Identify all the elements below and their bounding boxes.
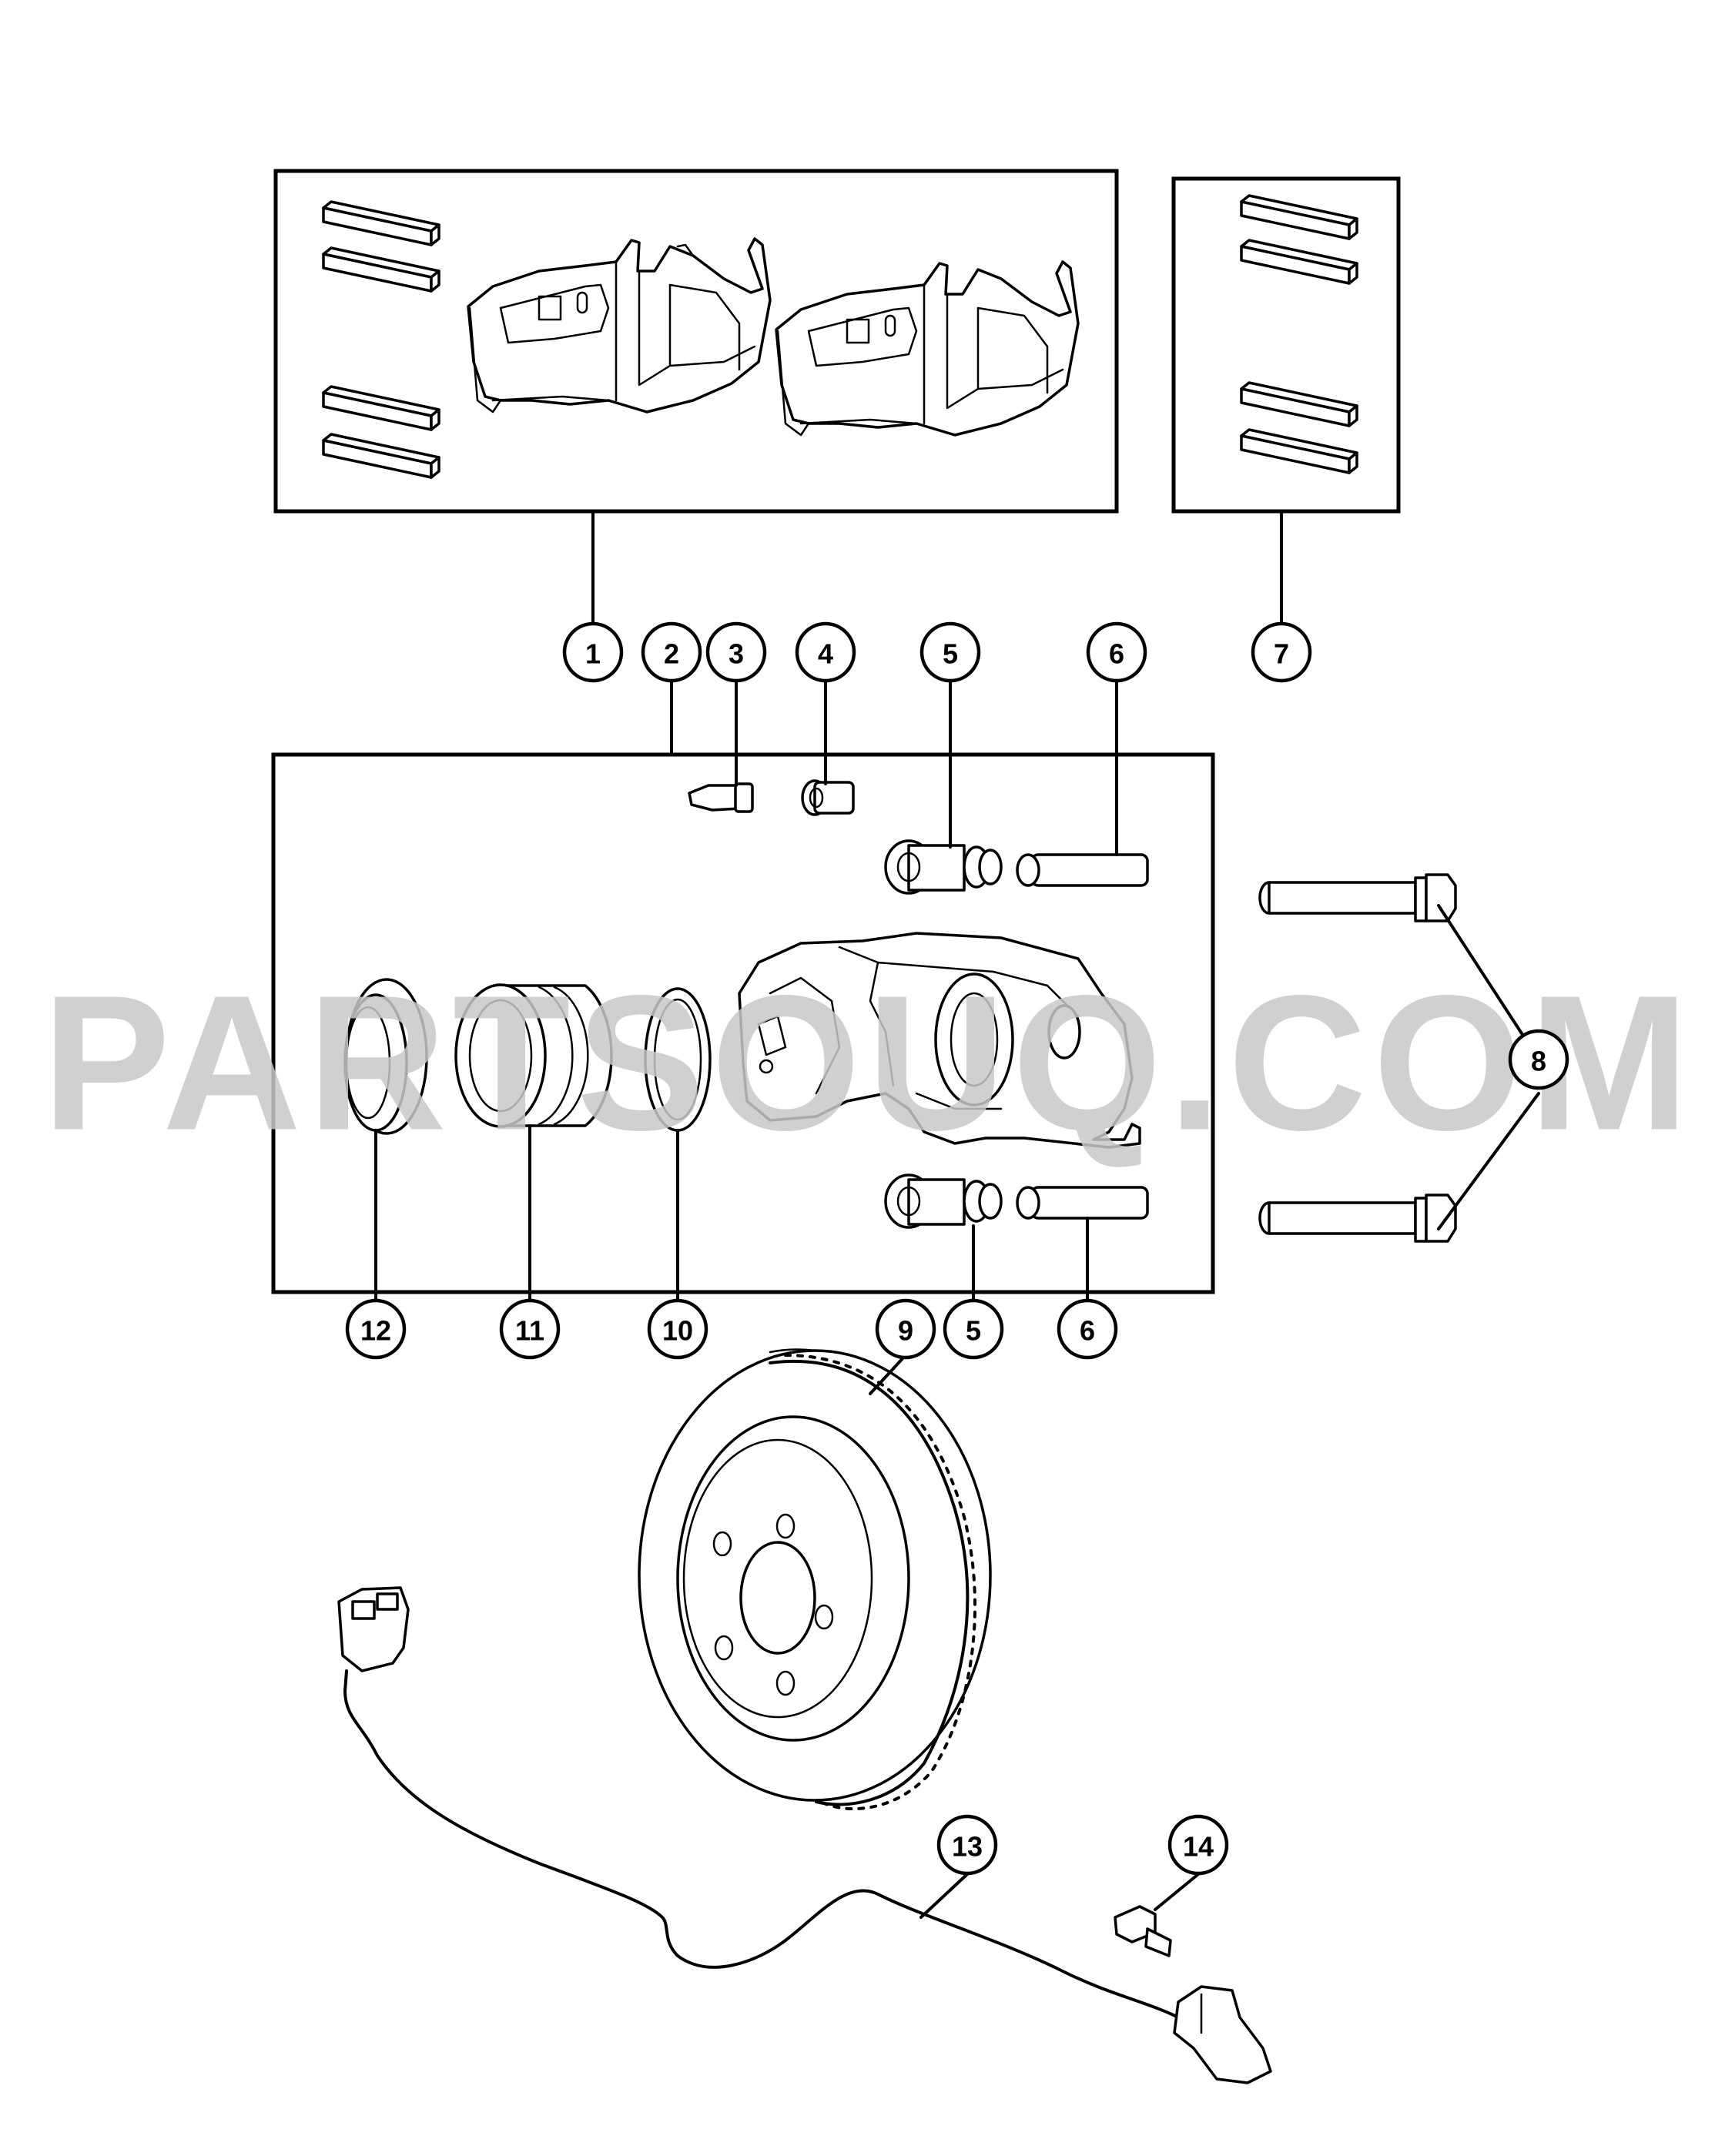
callout-7: 7 — [1251, 621, 1312, 683]
guide-bushing-lower — [884, 1173, 1003, 1229]
callout-9: 9 — [875, 1298, 936, 1360]
callout-6-upper: 6 — [1086, 621, 1147, 683]
brake-pad-pair-right — [775, 260, 1080, 437]
callout-10: 10 — [647, 1298, 708, 1360]
callout-5-upper: 5 — [919, 621, 981, 683]
svg-text:6: 6 — [1080, 1315, 1095, 1347]
watermark-text: PARTSOUQ.COM — [42, 956, 1696, 1170]
pad-shims-left — [322, 200, 440, 479]
callout-11: 11 — [499, 1298, 561, 1360]
clip-kit-box — [1171, 176, 1401, 514]
svg-text:7: 7 — [1274, 638, 1289, 670]
svg-text:6: 6 — [1109, 638, 1124, 670]
callout-5-lower: 5 — [943, 1298, 1004, 1360]
callout-4: 4 — [795, 621, 856, 683]
callout-13: 13 — [936, 1814, 998, 1876]
caliper-kit-box — [271, 752, 1215, 1294]
guide-pin-lower — [1016, 1186, 1149, 1220]
callout-14: 14 — [1167, 1814, 1229, 1876]
svg-text:12: 12 — [360, 1315, 391, 1347]
svg-text:10: 10 — [662, 1315, 693, 1347]
svg-text:14: 14 — [1183, 1831, 1214, 1863]
caliper-piston — [454, 983, 613, 1128]
caliper-bolt-upper — [1258, 873, 1457, 922]
pad-kit-box — [273, 169, 1119, 514]
callout-1: 1 — [562, 621, 624, 683]
svg-text:11: 11 — [515, 1315, 544, 1347]
svg-text:13: 13 — [952, 1831, 983, 1863]
caliper-clips — [1240, 194, 1358, 474]
svg-text:9: 9 — [898, 1315, 913, 1347]
dust-boot — [343, 978, 428, 1135]
svg-text:2: 2 — [664, 638, 679, 670]
svg-text:5: 5 — [966, 1315, 981, 1347]
brake-rotor — [638, 1348, 992, 1811]
svg-text:8: 8 — [1531, 1046, 1546, 1077]
bleeder-screw — [688, 782, 754, 813]
wheel-speed-sensor — [337, 1586, 1272, 2084]
leader-lines — [374, 510, 1540, 1919]
bleeder-cap — [801, 779, 855, 816]
brake-pad-pair-left — [467, 237, 772, 413]
svg-text:5: 5 — [943, 638, 958, 670]
svg-text:1: 1 — [585, 638, 601, 670]
callout-8: 8 — [1508, 1029, 1569, 1090]
callout-6-lower: 6 — [1057, 1298, 1118, 1360]
caliper-housing — [738, 932, 1141, 1149]
piston-seal — [644, 987, 712, 1132]
sensor-bolt — [1114, 1905, 1172, 1957]
caliper-bolt-lower — [1258, 1194, 1457, 1243]
callout-3: 3 — [705, 621, 767, 683]
guide-bushing-upper — [884, 839, 1003, 895]
svg-text:3: 3 — [729, 638, 744, 670]
svg-text:4: 4 — [818, 638, 833, 670]
callout-2: 2 — [641, 621, 702, 683]
guide-pin-upper — [1016, 853, 1149, 887]
callout-12: 12 — [345, 1298, 407, 1360]
